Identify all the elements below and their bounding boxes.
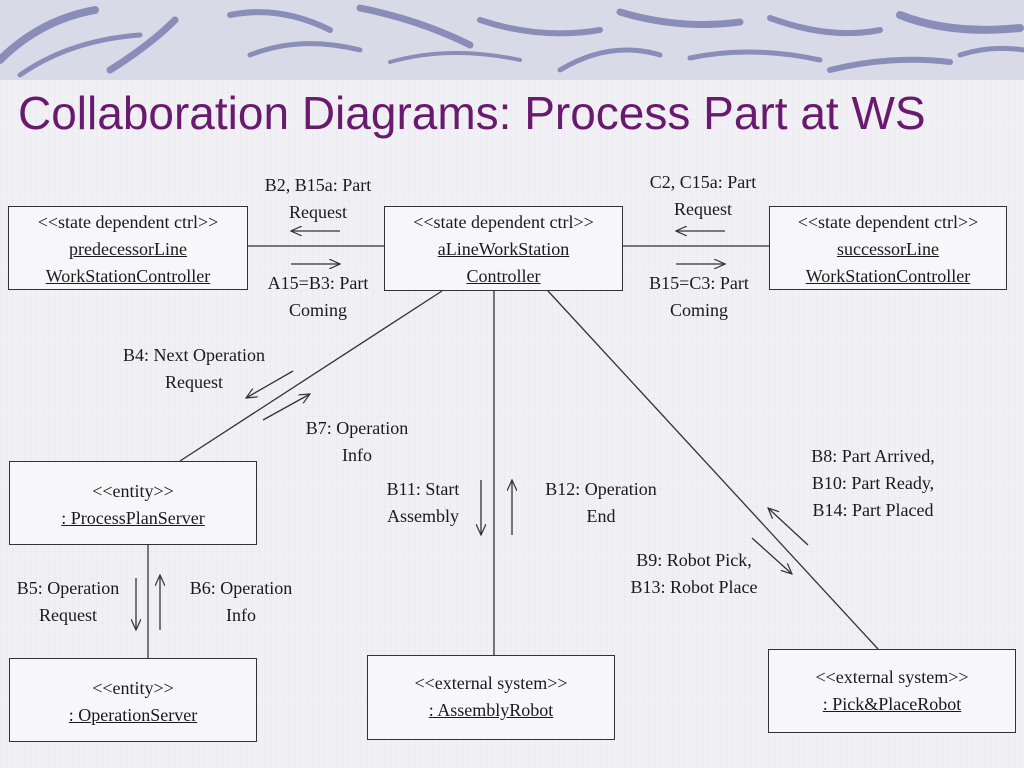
object-name: WorkStationController [805,266,971,286]
stereotype-label: <<state dependent ctrl>> [413,212,594,232]
slide-title: Collaboration Diagrams: Process Part at … [18,87,926,139]
message-b4-next-operation-request: B4: Next Operation Request [123,345,265,392]
object-process-plan-server[interactable]: <<entity>> : ProcessPlanServer [9,461,257,545]
object-name: Controller [466,266,541,286]
message-b5-operation-request: B5: Operation Request [16,578,120,625]
stereotype-label: <<state dependent ctrl>> [797,212,979,232]
object-name: : ProcessPlanServer [61,508,205,528]
object-predecessor-line-ws-controller[interactable]: <<state dependent ctrl>> predecessorLine… [8,206,248,290]
message-c2-part-request: C2, C15a: Part Request [649,172,757,219]
message-b11-start-assembly: B11: Start Assembly [386,479,460,526]
message-b12-operation-end: B12: Operation End [545,479,657,526]
object-successor-line-ws-controller[interactable]: <<state dependent ctrl>> successorLine W… [769,206,1007,290]
message-b9-robot-pick-place: B9: Robot Pick, B13: Robot Place [630,550,758,597]
object-name: predecessorLine [69,239,187,259]
object-name: : OperationServer [68,705,198,725]
message-b2-part-request: B2, B15a: Part Request [264,175,372,222]
object-assembly-robot[interactable]: <<external system>> : AssemblyRobot [367,655,615,740]
stereotype-label: <<external system>> [414,673,568,693]
message-a15-part-coming: A15=B3: Part Coming [267,273,369,320]
object-name: WorkStationController [45,266,211,286]
decorative-banner [0,0,1024,80]
object-name: aLineWorkStation [437,239,570,259]
object-name: successorLine [837,239,939,259]
object-operation-server[interactable]: <<entity>> : OperationServer [9,658,257,742]
object-name: : Pick&PlaceRobot [822,694,962,714]
object-a-line-workstation-controller[interactable]: <<state dependent ctrl>> aLineWorkStatio… [384,206,623,291]
message-b7-operation-info: B7: Operation Info [305,418,409,465]
message-b8-part-arrived-ready-placed: B8: Part Arrived, B10: Part Ready, B14: … [811,446,935,520]
message-b6-operation-info: B6: Operation Info [189,578,293,625]
stereotype-label: <<state dependent ctrl>> [37,212,219,232]
message-b15-part-coming: B15=C3: Part Coming [649,273,749,320]
stereotype-label: <<entity>> [92,481,174,501]
object-pick-place-robot[interactable]: <<external system>> : Pick&PlaceRobot [768,649,1016,733]
stereotype-label: <<entity>> [92,678,174,698]
object-name: : AssemblyRobot [428,700,554,720]
stereotype-label: <<external system>> [815,667,969,687]
